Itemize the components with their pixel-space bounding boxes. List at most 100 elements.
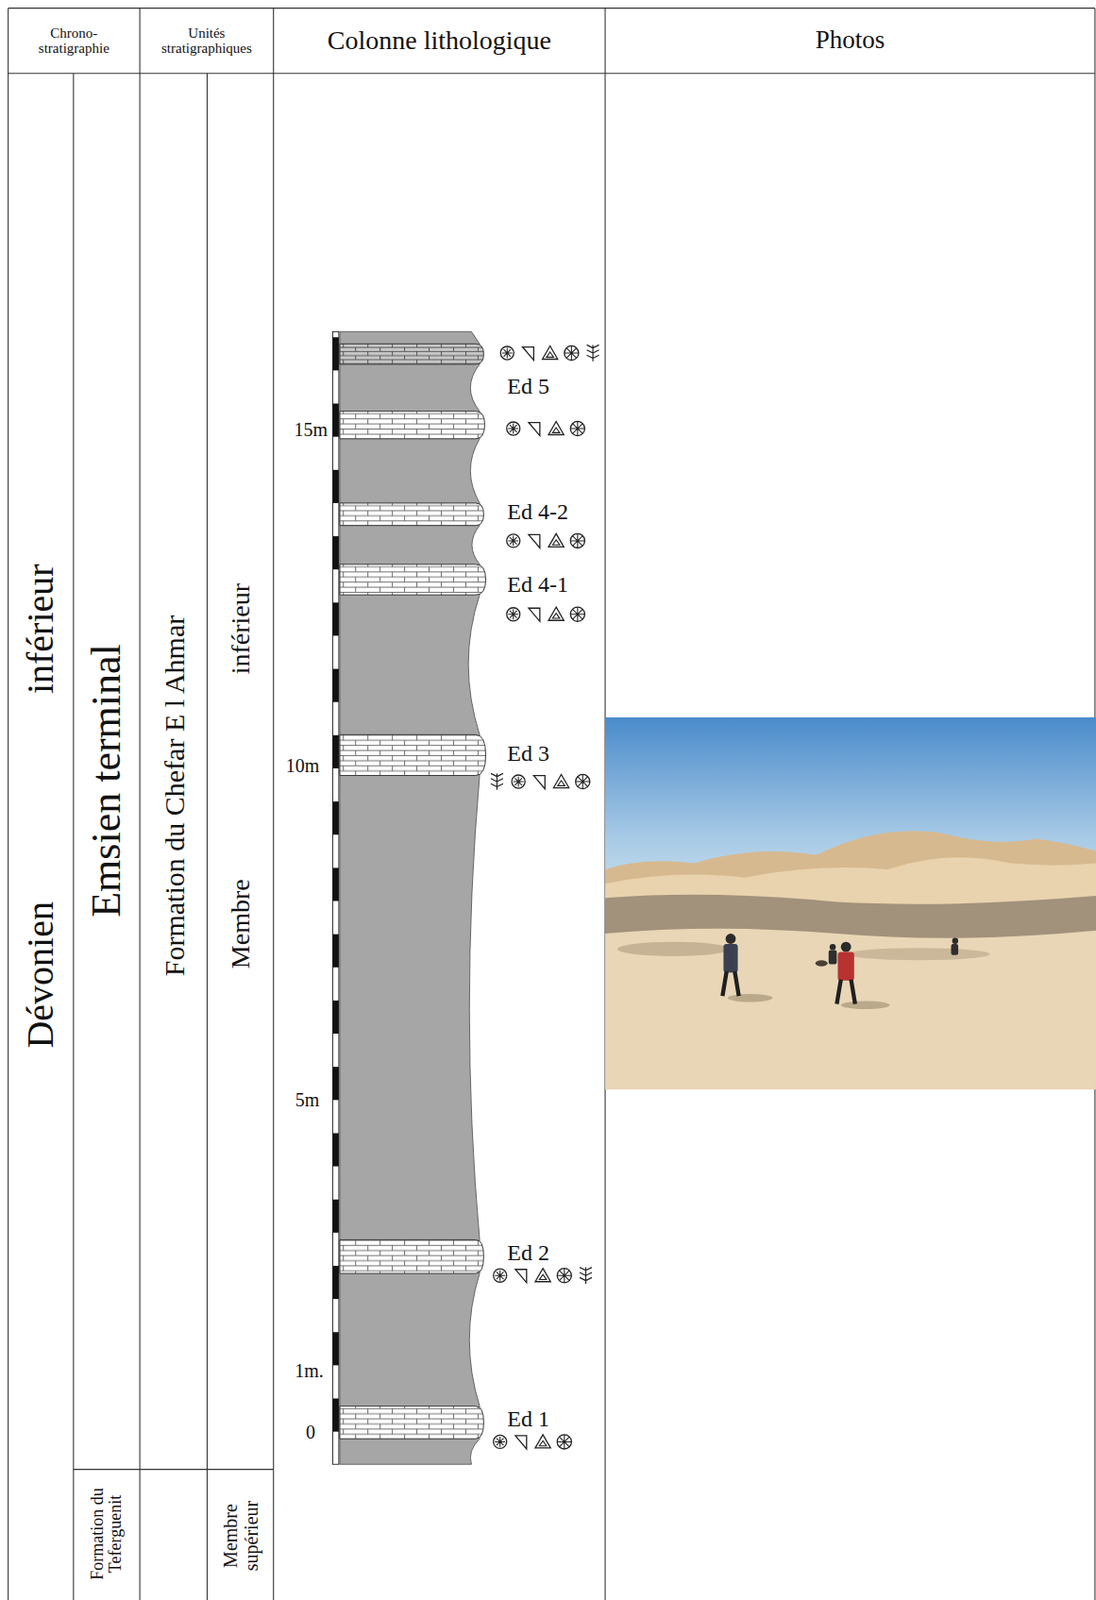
- fossil-symbol: [490, 773, 504, 790]
- period-band: Dévonien inférieur: [8, 73, 74, 1600]
- formation-band: Formation du Chefar E l Ahmar: [139, 73, 207, 1470]
- fossil-symbol: [587, 344, 600, 361]
- header-rule: [8, 8, 1096, 74]
- fossil-symbol: [493, 1268, 507, 1282]
- fossil-symbol: [553, 774, 569, 788]
- photo-shadow: [841, 1000, 891, 1010]
- fossil-symbol: [506, 421, 521, 436]
- header-cell: Colonne lithologique: [273, 8, 606, 74]
- fossil-symbol: [528, 422, 540, 437]
- scale-segment: [332, 536, 338, 570]
- depth-mark: 1m.: [294, 1361, 324, 1381]
- scale-segment: [332, 337, 338, 371]
- node-text: Membre inférieur: [225, 582, 255, 968]
- scale-segment: [332, 669, 338, 703]
- scale-segment: [332, 602, 338, 636]
- scale-segment: [332, 934, 338, 968]
- fossil-symbol: [548, 607, 564, 621]
- fossil-symbol: [528, 534, 540, 548]
- limestone-bed: [339, 564, 487, 595]
- shale-body: [339, 331, 480, 1465]
- fossil-symbol: [515, 1435, 527, 1450]
- fossil-symbol: [542, 345, 558, 359]
- node-text: Photos: [815, 26, 886, 55]
- photo-person: [950, 937, 959, 955]
- fossil-symbol: [564, 345, 579, 360]
- limestone-bed: [339, 1406, 484, 1440]
- node-text: Unités stratigraphiques: [153, 25, 260, 57]
- bed-label: Ed 2: [506, 1241, 550, 1265]
- scale-segment: [332, 1332, 338, 1366]
- field-photo: [605, 717, 1096, 1091]
- fossil-symbol: [548, 533, 564, 547]
- scale-segment: [332, 1399, 338, 1433]
- fossil-symbol: [500, 346, 514, 360]
- limestone-bed: [339, 1239, 484, 1274]
- scale-segment: [332, 801, 338, 835]
- fossil-symbol: [570, 421, 585, 436]
- scale-segment: [332, 867, 338, 901]
- photo-shadow: [727, 994, 774, 1003]
- fossil-symbol: [535, 1268, 551, 1282]
- node-text: Formation du Teferguenit: [88, 1483, 125, 1584]
- member-band: Membre inférieur: [206, 73, 273, 1470]
- fossil-symbol: [579, 1267, 592, 1284]
- node-text: Formation du Chefar E l Ahmar: [157, 615, 189, 977]
- limestone-bed: [339, 503, 484, 526]
- scale-segment: [332, 735, 338, 769]
- photo-person: [828, 944, 838, 965]
- photo-person: [722, 933, 739, 996]
- fossil-symbols: [490, 344, 600, 1450]
- bed-label: Ed 4-1: [506, 573, 569, 596]
- depth-mark: 10m: [286, 756, 321, 776]
- limestone-bed: [339, 343, 484, 365]
- fossil-symbol: [533, 775, 545, 790]
- header-cell: Photos: [605, 8, 1096, 74]
- limestone-bed: [339, 734, 487, 776]
- depth-mark: 0: [305, 1422, 316, 1442]
- fossil-symbol: [493, 1434, 507, 1449]
- fossil-symbol: [528, 607, 540, 622]
- unit-boundary: [73, 1468, 274, 1470]
- stage-band: Emsien terminal: [73, 73, 140, 1470]
- scale-segment: [332, 1199, 338, 1233]
- node-text: Dévonien inférieur: [19, 563, 62, 1048]
- fossil-symbol: [506, 607, 521, 622]
- scale-segment: [332, 1066, 338, 1100]
- scale-bar: [332, 331, 338, 1465]
- photo-person: [836, 942, 855, 1005]
- fossil-symbol: [535, 1434, 551, 1449]
- node-text: Membre supérieur: [219, 1488, 262, 1584]
- fossil-symbol: [556, 1268, 572, 1283]
- scale-bar-segments: [332, 337, 338, 1432]
- node-text: Emsien terminal: [84, 643, 130, 918]
- bed-label: Ed 3: [506, 741, 550, 765]
- scale-segment: [332, 404, 338, 438]
- scale-segment: [332, 1132, 338, 1166]
- photo-gravel-patch: [846, 947, 990, 961]
- scale-segment: [332, 1265, 338, 1299]
- fossil-symbol: [556, 1434, 572, 1450]
- fossil-symbol: [515, 1269, 527, 1283]
- bed-label: Ed 4-2: [506, 500, 569, 523]
- header-cell: Chrono- stratigraphie: [8, 8, 140, 74]
- depth-mark: 15m: [293, 420, 328, 439]
- photo-ground: [605, 928, 1096, 1091]
- member-band: Membre supérieur: [206, 1469, 273, 1600]
- photo-gravel-patch: [617, 942, 730, 957]
- photo-rock: [815, 960, 828, 966]
- depth-mark: 5m: [295, 1090, 321, 1110]
- fossil-symbol: [575, 774, 591, 789]
- formation-band: Formation du Teferguenit: [73, 1469, 140, 1600]
- scale-segment: [332, 470, 338, 504]
- subcolumn-rule: [73, 73, 208, 1600]
- bed-label: Ed 5: [506, 374, 550, 398]
- fossil-symbol: [522, 347, 534, 361]
- scale-segment: [332, 1000, 338, 1034]
- fossil-symbol: [511, 775, 525, 789]
- lithologic-column: [332, 331, 599, 1465]
- fossil-symbol: [548, 421, 564, 435]
- header-cell: Unités stratigraphiques: [139, 8, 274, 74]
